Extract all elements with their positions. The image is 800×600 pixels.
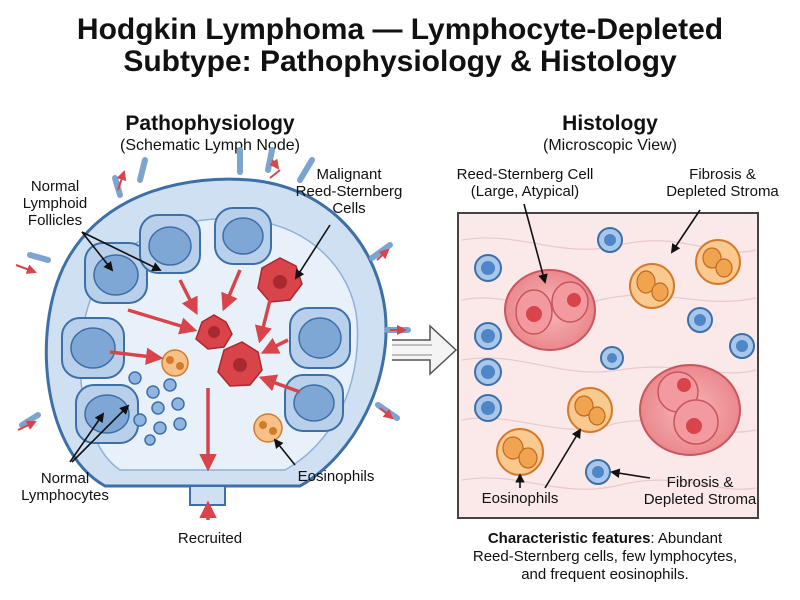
histology-subheading: (Microscopic View)	[543, 137, 677, 154]
title-line-2: Subtype: Pathophysiology & Histology	[123, 45, 677, 78]
label-recruited: Recruited	[177, 530, 243, 547]
follicle	[289, 307, 351, 369]
label-line: Follicles	[27, 212, 83, 229]
follicle	[61, 317, 125, 379]
label-line: Fibrosis &	[666, 474, 734, 491]
label-fibrosis-bottom: Fibrosis & Depleted Stroma	[640, 474, 760, 508]
caption-bold: Characteristic features	[487, 530, 651, 547]
label-normal-follicles: Normal Lymphoid Follicles	[10, 178, 100, 229]
node-eosinophils	[161, 349, 283, 443]
title-line-1: Hodgkin Lymphoma — Lymphocyte-Depleted	[76, 13, 724, 46]
node-lymphocytes	[128, 371, 187, 446]
histology-heading: Histology	[562, 112, 658, 135]
label-line: Normal	[30, 178, 80, 195]
label-eosinophils-right: Eosinophils	[481, 490, 559, 507]
label-line: Malignant	[316, 166, 382, 183]
node-rs-cells	[195, 257, 303, 387]
histology-rs-cells	[504, 269, 741, 456]
follicle	[284, 374, 344, 432]
caption-line-3: and frequent eosinophils.	[521, 566, 689, 583]
vessel-flow-arrows	[15, 158, 407, 431]
label-line: Cells	[332, 200, 366, 217]
label-line: (Large, Atypical)	[470, 183, 580, 200]
label-line: Fibrosis &	[689, 166, 756, 183]
label-line: Lymphocytes	[21, 487, 109, 504]
lymphoid-follicles	[61, 207, 351, 444]
label-line: Lymphoid	[22, 195, 88, 212]
pathophysiology-heading: Pathophysiology	[125, 112, 295, 135]
leader-lines	[69, 203, 701, 489]
histology-lymphocytes	[474, 227, 755, 485]
caption-rest: : Abundant	[650, 530, 723, 547]
caption-line-2: Reed-Sternberg cells, few lymphocytes,	[472, 548, 738, 565]
label-line: Reed-Sternberg Cell	[456, 166, 594, 183]
pathophysiology-subheading: (Schematic Lymph Node)	[120, 137, 300, 154]
characteristic-features-caption: Characteristic features: Abundant Reed-S…	[455, 530, 755, 584]
caption-line-1: Characteristic features: Abundant	[455, 530, 755, 548]
page-title: Hodgkin Lymphoma — Lymphocyte-Depleted S…	[0, 14, 800, 78]
label-line: Depleted Stroma	[666, 183, 779, 200]
label-fibrosis-top: Fibrosis & Depleted Stroma	[655, 166, 790, 200]
label-line: Normal	[40, 470, 90, 487]
label-normal-lymphocytes: Normal Lymphocytes	[10, 470, 120, 504]
transition-arrow	[392, 324, 458, 376]
histology-eosinophils	[496, 239, 741, 476]
migration-arrows	[109, 269, 301, 520]
follicle	[214, 207, 272, 265]
label-rs-cell: Reed-Sternberg Cell (Large, Atypical)	[440, 166, 610, 200]
label-line: Depleted Stroma	[643, 491, 757, 508]
label-line: Reed-Sternberg	[295, 183, 403, 200]
label-eosinophils-left: Eosinophils	[297, 468, 375, 485]
follicle	[75, 384, 139, 444]
label-malignant-rs-cells: Malignant Reed-Sternberg Cells	[284, 166, 414, 217]
follicle	[139, 214, 201, 274]
follicle	[84, 242, 148, 304]
